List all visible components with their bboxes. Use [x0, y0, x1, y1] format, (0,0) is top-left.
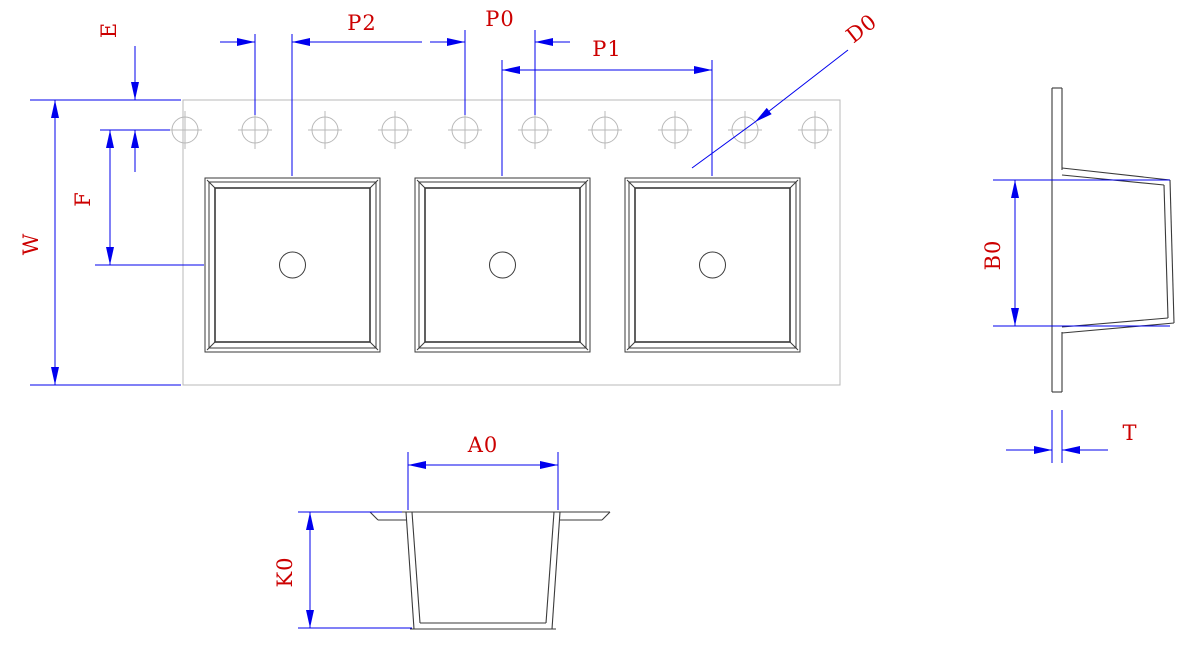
pocket-wall-inner: [411, 511, 421, 624]
pocket-row: [204, 177, 801, 353]
label-F: F: [71, 191, 95, 207]
pocket-wall-outer: [405, 511, 415, 630]
dim-P1: [501, 60, 713, 176]
sprocket-hole: [518, 111, 552, 149]
tape-outline: [182, 99, 841, 386]
sprocket-hole-row: [168, 111, 832, 149]
label-K0: K0: [273, 556, 297, 587]
label-P0: P0: [485, 7, 515, 31]
label-A0: A0: [467, 433, 499, 457]
sprocket-hole: [378, 111, 412, 149]
sprocket-hole: [168, 111, 202, 149]
label-T: T: [1122, 421, 1137, 445]
pocket-wall-outer: [551, 511, 561, 630]
leader-line: [691, 121, 756, 169]
dim-D0: [691, 49, 849, 169]
pocket-1: [204, 177, 381, 353]
label-P2: P2: [347, 11, 377, 35]
label-D0: D0: [842, 9, 882, 48]
label-E: E: [97, 22, 121, 38]
pocket-3: [624, 177, 801, 353]
dim-W: [30, 99, 181, 386]
leader-line: [754, 49, 849, 123]
sprocket-hole: [658, 111, 692, 149]
flange-tip: [369, 511, 379, 521]
sprocket-hole: [448, 111, 482, 149]
dim-K0: [298, 511, 412, 629]
dim-B0: [993, 179, 1170, 327]
sprocket-hole: [308, 111, 342, 149]
tape-top-view: [168, 99, 841, 386]
pocket-front-section-view: [369, 511, 611, 630]
dim-P2: [220, 34, 422, 176]
label-P1: P1: [592, 37, 622, 61]
dim-F: [95, 130, 204, 266]
pocket-side-inner: [1163, 184, 1169, 319]
label-B0: B0: [981, 240, 1005, 271]
pocket-top-outer: [1061, 167, 1171, 181]
sprocket-hole: [798, 111, 832, 149]
flange-tip: [601, 511, 611, 521]
pocket-side-section-view: [1051, 87, 1175, 393]
label-W: W: [19, 233, 43, 256]
dimension-labels: E W F P2 P0 P1 D0 A0 K0 B0 T: [19, 7, 1137, 588]
dim-T: [1006, 410, 1108, 463]
pocket-2: [414, 177, 591, 353]
dimensions: [30, 30, 1170, 629]
sprocket-hole: [728, 111, 762, 149]
pocket-bottom-outer: [1061, 322, 1175, 334]
pocket-side-outer: [1169, 179, 1175, 324]
dim-A0: [407, 452, 559, 510]
sprocket-hole: [238, 111, 272, 149]
pocket-wall-inner: [545, 511, 555, 624]
dim-P0: [430, 30, 570, 115]
sprocket-hole: [588, 111, 622, 149]
